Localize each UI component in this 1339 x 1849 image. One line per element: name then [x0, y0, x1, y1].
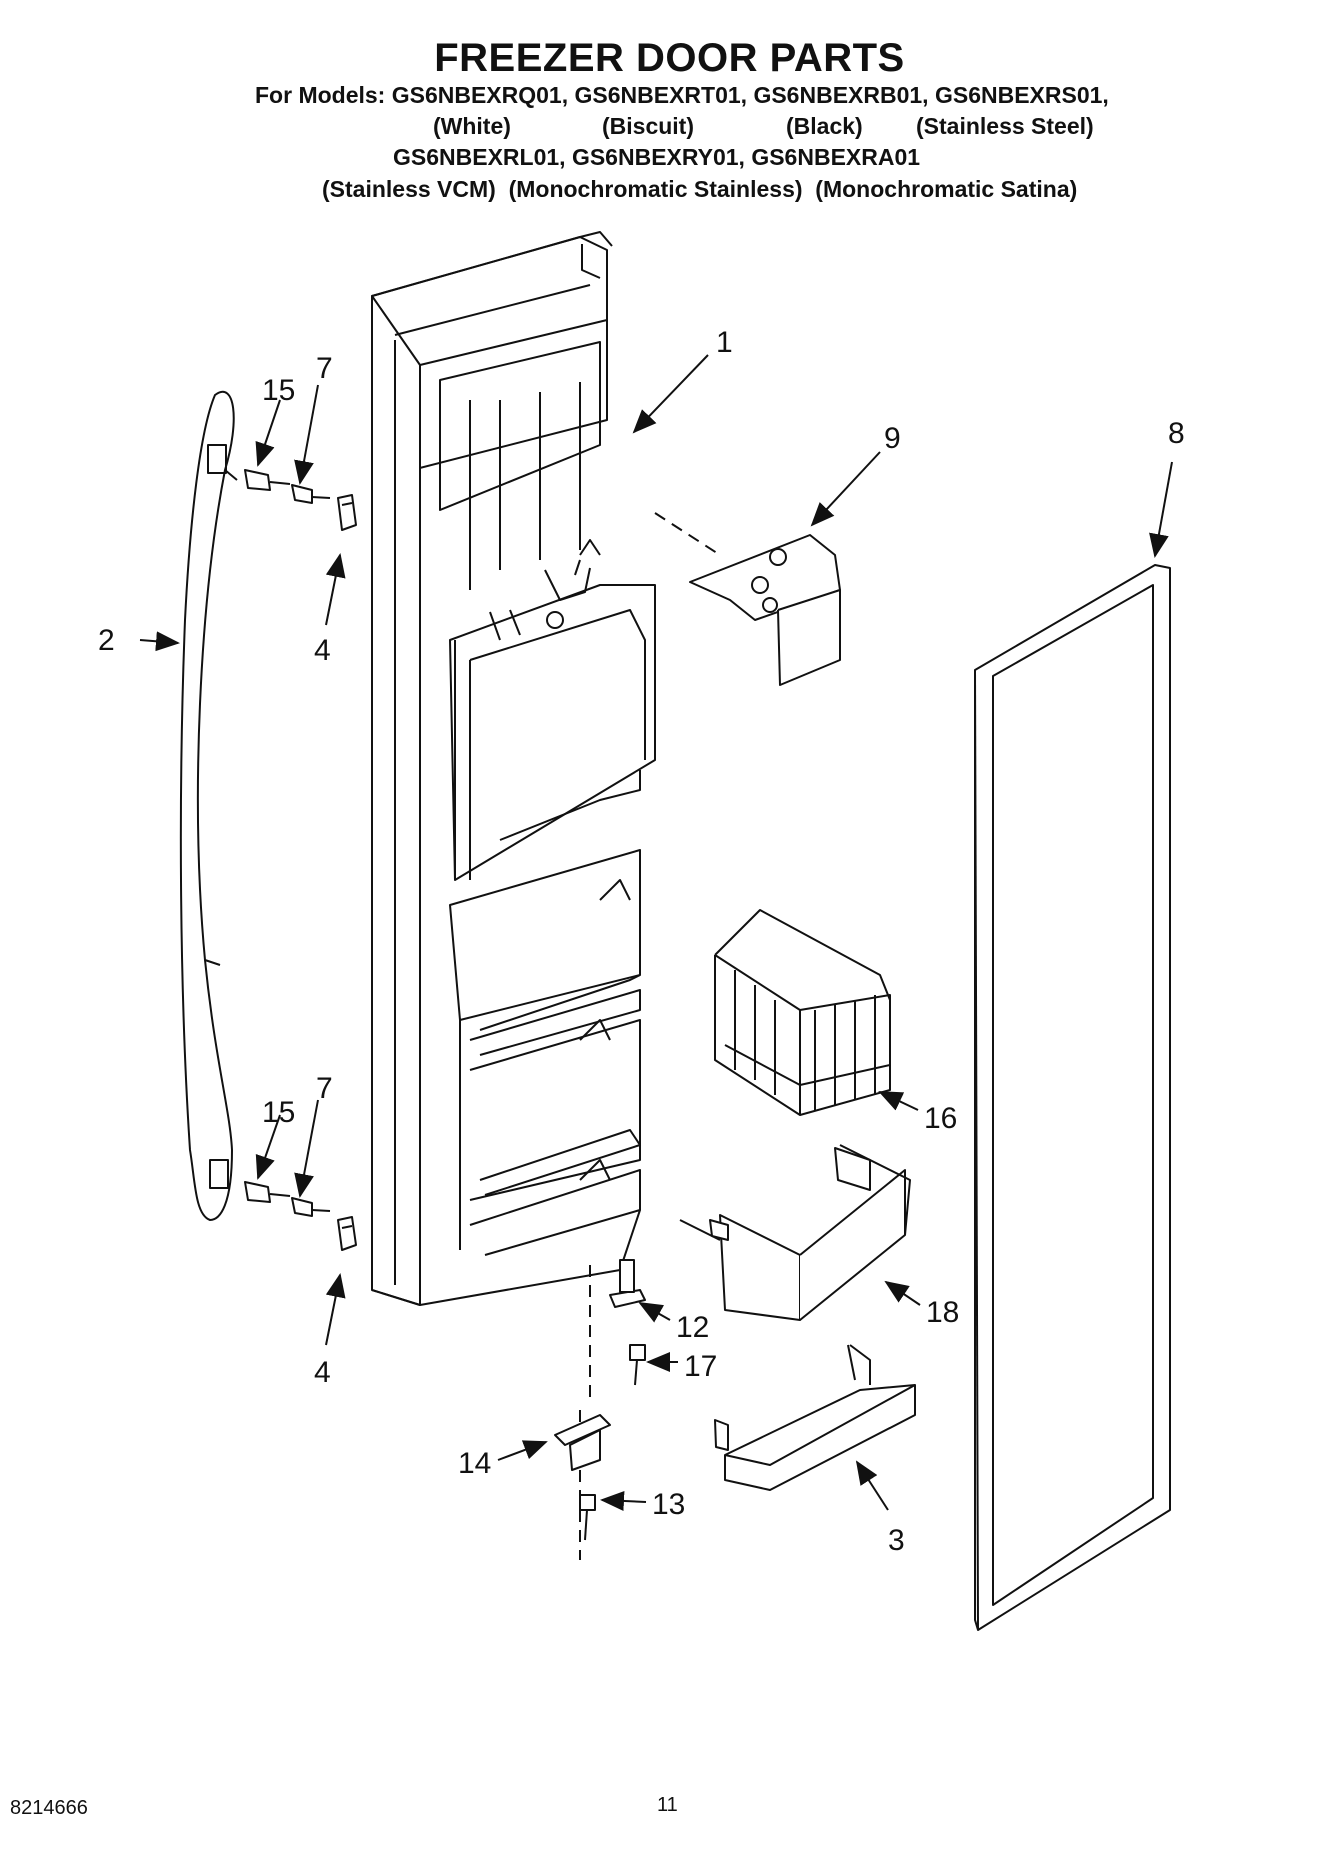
color-stainless-steel: (Stainless Steel)	[916, 113, 1094, 139]
screw-part-17	[629, 1344, 646, 1386]
callout-7-lower: 7	[316, 1072, 333, 1105]
callout-15-upper: 15	[262, 374, 295, 407]
handle-part-2	[179, 391, 238, 1221]
bracket-part-18	[709, 1144, 911, 1321]
clip-4-lower	[337, 1216, 357, 1251]
document-number: 8214666	[10, 1797, 88, 1819]
callout-9: 9	[884, 422, 901, 455]
callout-17: 17	[684, 1350, 717, 1383]
callout-labels: 1 2 3 4 4 7 7 8 9 12 13 14 15 15 16 17 1…	[98, 326, 1185, 1557]
leader-arrows	[139, 354, 1173, 1511]
color-black: (Black)	[786, 113, 863, 139]
page-title: FREEZER DOOR PARTS	[434, 36, 905, 80]
callout-2: 2	[98, 624, 115, 657]
door-liner-part-1	[371, 231, 656, 1306]
color-biscuit: (Biscuit)	[602, 113, 694, 139]
plate-part-9	[689, 534, 841, 686]
screw-15-upper	[244, 469, 291, 491]
screw-part-13	[579, 1494, 596, 1541]
clip-4-upper	[337, 494, 357, 531]
screw-7-upper	[291, 484, 331, 504]
gasket-part-8	[974, 564, 1171, 1631]
callout-3: 3	[888, 1524, 905, 1557]
wire-bin-part-16	[714, 909, 891, 1116]
hinge-part-14	[554, 1414, 611, 1471]
callout-18: 18	[926, 1296, 959, 1329]
screw-7-lower	[291, 1197, 331, 1217]
callout-12: 12	[676, 1311, 709, 1344]
colors-line-2: (Stainless VCM) (Monochromatic Stainless…	[322, 176, 1078, 202]
callout-14: 14	[458, 1447, 491, 1480]
shelf-bar-part-3	[714, 1344, 916, 1491]
callout-13: 13	[652, 1488, 685, 1521]
callout-7-upper: 7	[316, 352, 333, 385]
callout-8: 8	[1168, 417, 1185, 450]
screw-15-lower	[244, 1181, 291, 1203]
callout-16: 16	[924, 1102, 957, 1135]
callout-1: 1	[716, 326, 733, 359]
models-line-1: For Models: GS6NBEXRQ01, GS6NBEXRT01, GS…	[255, 82, 1109, 108]
hinge-pin-part-12	[609, 1259, 646, 1308]
page-number: 11	[657, 1794, 678, 1816]
callout-15-lower: 15	[262, 1096, 295, 1129]
callout-4-upper: 4	[314, 634, 331, 667]
callout-4-lower: 4	[314, 1356, 331, 1389]
color-white: (White)	[433, 113, 511, 139]
models-line-2: GS6NBEXRL01, GS6NBEXRY01, GS6NBEXRA01	[393, 144, 921, 170]
